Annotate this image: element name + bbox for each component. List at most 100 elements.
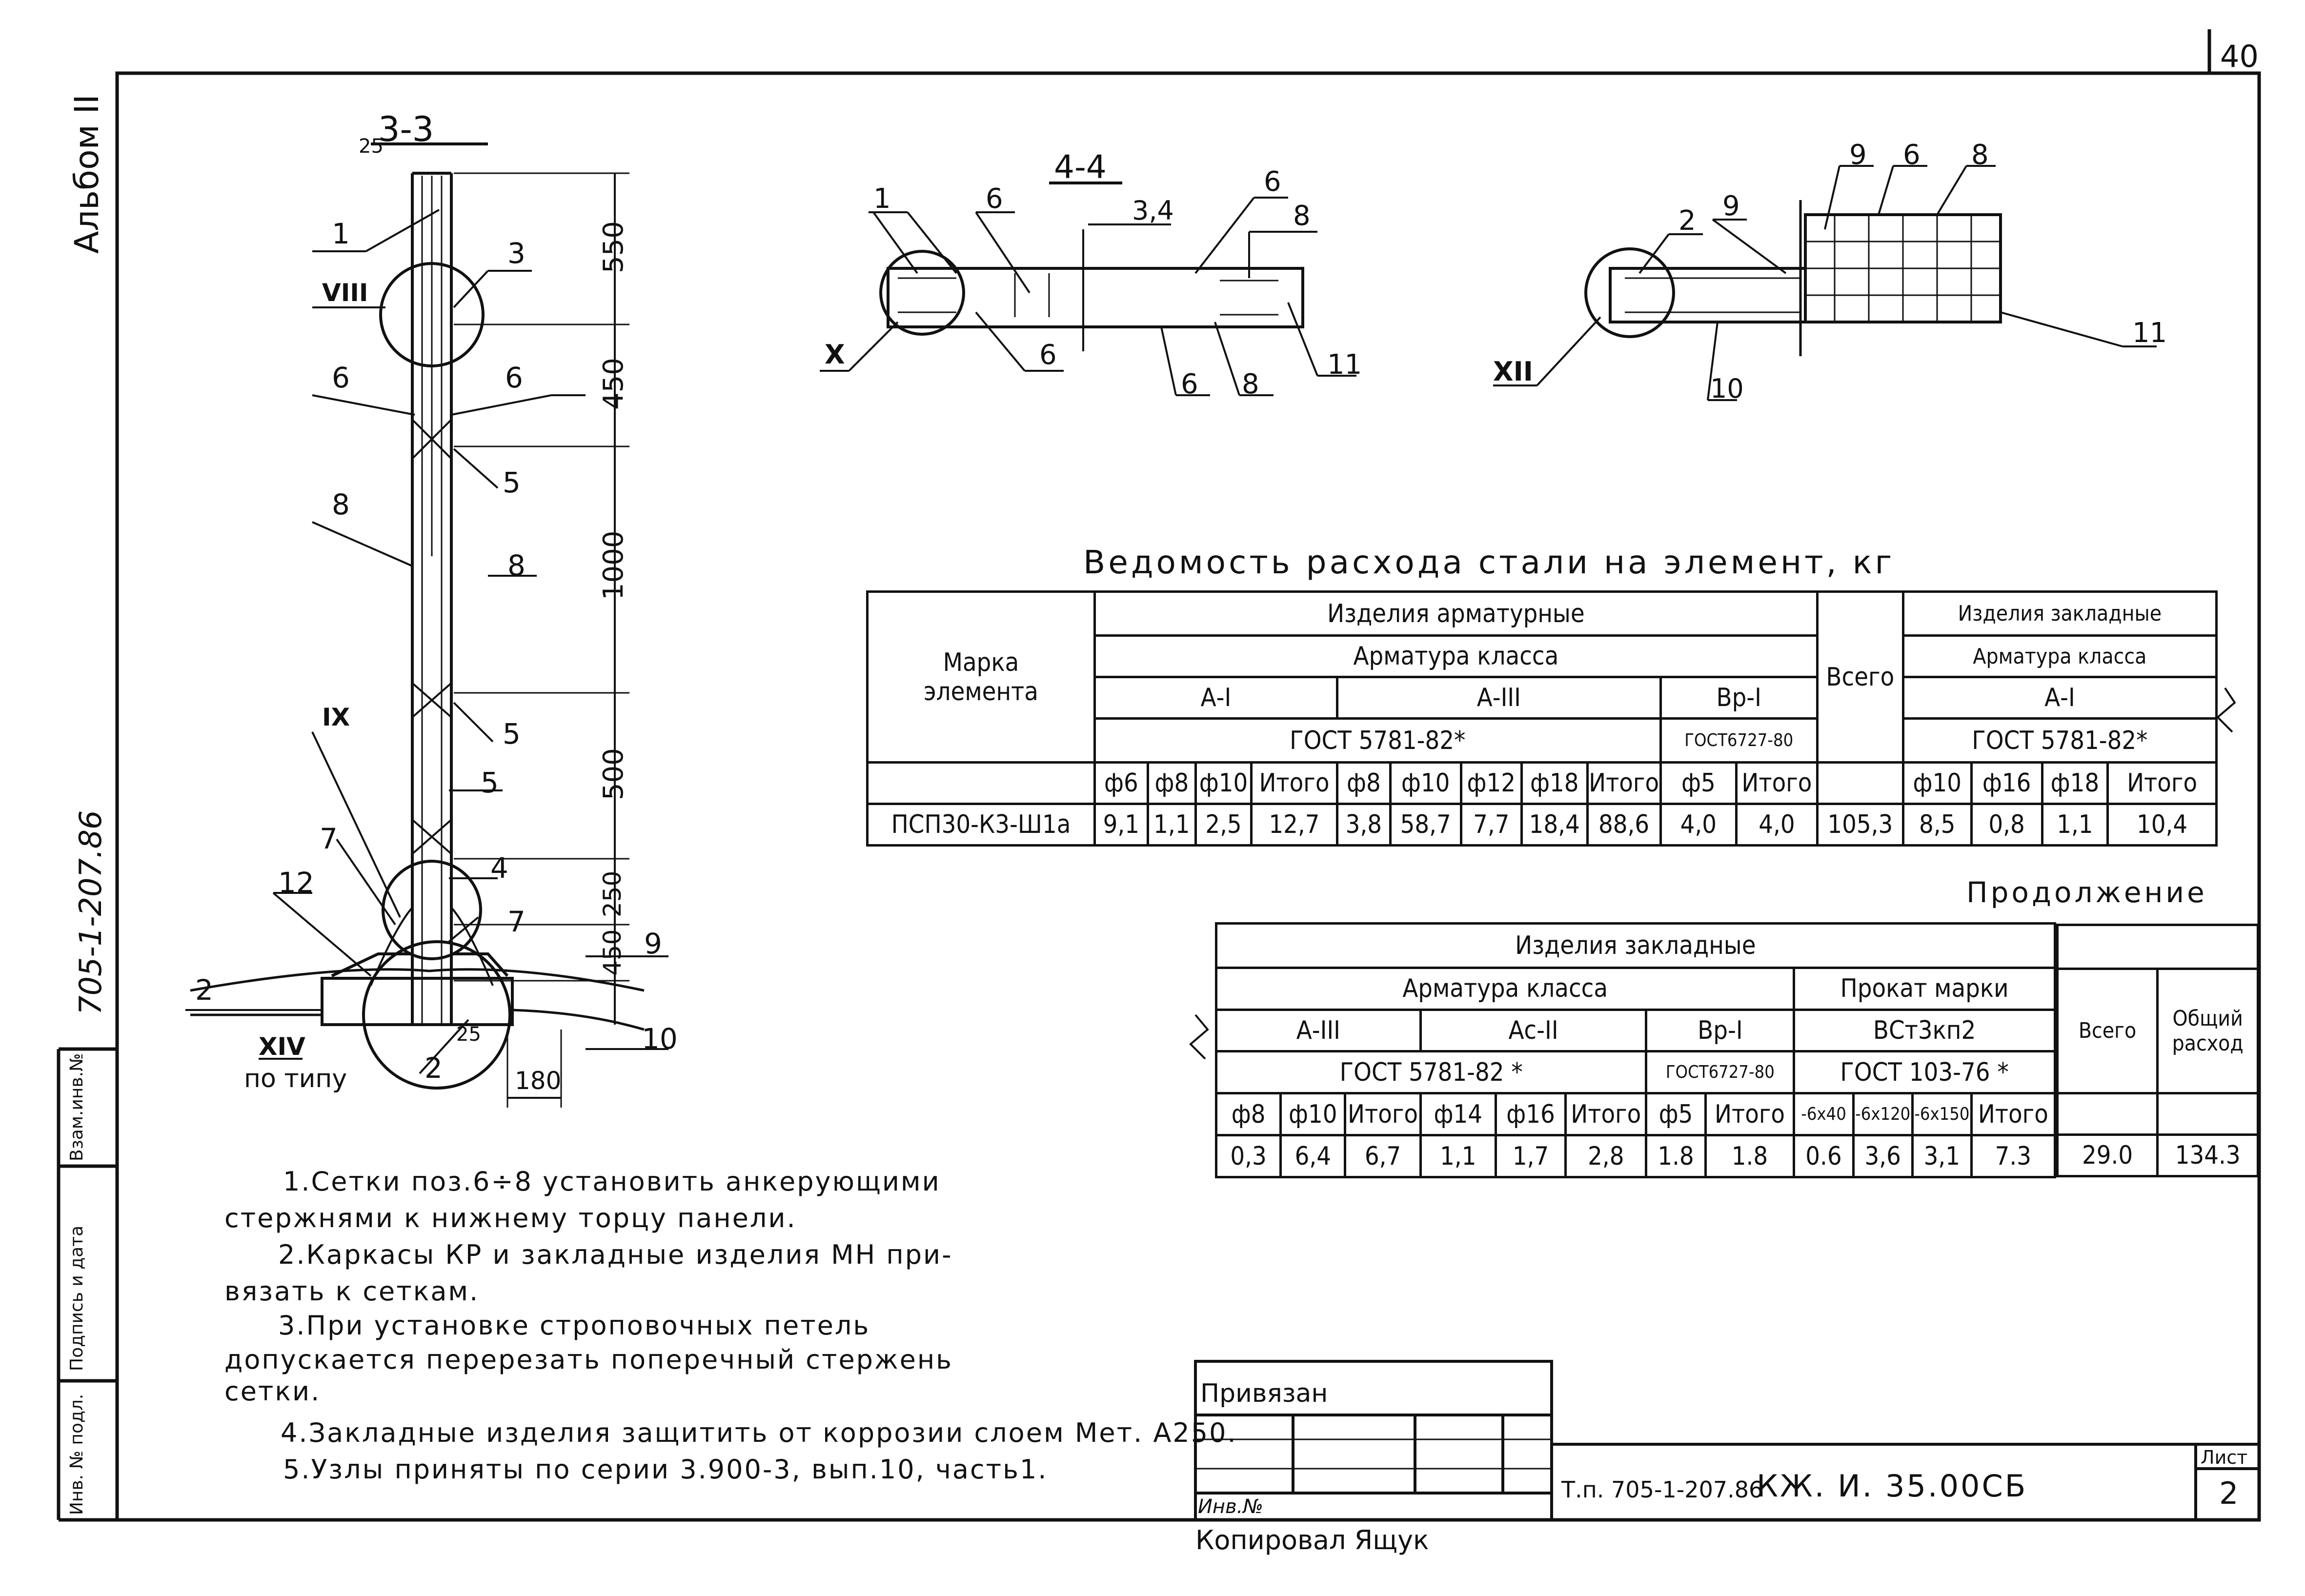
cell: 105,3: [1816, 803, 1904, 847]
t2-col: Итого: [1564, 1092, 1648, 1137]
section-3-3-title: 3-3: [378, 109, 434, 149]
callout-44-8a: 8: [1293, 200, 1311, 232]
t2-col: ф16: [1494, 1092, 1567, 1137]
t2-col: -6х40: [1793, 1092, 1855, 1137]
callout-44-6a: 6: [986, 183, 1003, 215]
section-4-4-title: 4-4: [1054, 148, 1107, 186]
zaklad-gost: ГОСТ 5781-82*: [1901, 717, 2218, 764]
callout-r-9a: 9: [1849, 139, 1867, 171]
callout-r-8: 8: [1971, 139, 1989, 171]
gost-6727: ГОСТ6727-80: [1659, 717, 1819, 764]
dim-1000: 1000: [598, 530, 629, 600]
tb-list-number: 2: [2219, 1475, 2239, 1511]
note-3b: допускается перерезать поперечный стерже…: [224, 1344, 953, 1375]
callout-12: 12: [278, 866, 314, 899]
break-marks: [1189, 687, 2236, 1060]
stamp-original-inv: Инв. № подл.: [67, 1394, 87, 1515]
t2-vst: ВСт3кп2: [1793, 1008, 2056, 1053]
t2-col: Итого: [1704, 1092, 1796, 1137]
t2-armat-class: Арматура класса: [1214, 966, 1796, 1011]
t2-class-vr1: Вр-I: [1645, 1008, 1796, 1053]
callout-r-2: 2: [1678, 205, 1696, 237]
t2-col: Итого: [1970, 1092, 2056, 1137]
cell: 3,8: [1335, 803, 1392, 847]
col-a3-f18: ф18: [1520, 761, 1589, 805]
note-5: 5.Узлы приняты по серии 3.900-3, вып.10,…: [283, 1454, 1048, 1485]
t2-cell: 0,3: [1214, 1134, 1282, 1178]
note-3c: сетки.: [224, 1376, 321, 1407]
callout-44-11: 11: [1327, 349, 1362, 381]
col-itogo-a3: Итого: [1586, 761, 1662, 805]
dim-500: 500: [598, 748, 629, 800]
callout-7-left: 7: [320, 822, 338, 855]
cell: 18,4: [1520, 803, 1589, 847]
table1-blank: [866, 761, 1096, 805]
t2-zaklad-header: Изделия закладные: [1215, 922, 2056, 969]
col-f6: ф6: [1093, 761, 1149, 805]
cell: 4,0: [1735, 803, 1819, 847]
t2-total-header: Общий расход: [2156, 967, 2259, 1094]
gost-5781: ГОСТ 5781-82*: [1093, 717, 1662, 764]
title-block: [1194, 1360, 2259, 1521]
t2-prokat: Прокат марки: [1793, 966, 2056, 1011]
continuation-table: Изделия закладные Всего Общий расход 29.…: [1214, 922, 2259, 1178]
sheet-frame: [57, 29, 2261, 1522]
dim-550: 550: [598, 221, 629, 273]
callout-r-11: 11: [2132, 317, 2167, 349]
tb-privyazan: Привязан: [1200, 1379, 1328, 1408]
cell: 10,4: [2106, 803, 2218, 847]
dim-450-bottom: 450: [598, 929, 627, 976]
callout-IX: IX: [322, 703, 350, 731]
note-4: 4.Закладные изделия защитить от коррозии…: [281, 1417, 1237, 1448]
col-a3-f12: ф12: [1459, 761, 1523, 805]
t2-total-blank: [2156, 1091, 2259, 1136]
cell: 12,7: [1250, 803, 1338, 847]
side-code: 705-1-207.86: [73, 810, 108, 1015]
t2-vsego-blank: [2056, 1091, 2159, 1136]
continuation-label: Продолжение: [1966, 876, 2207, 909]
t2-gost-6727: ГОСТ6727-80: [1645, 1050, 1796, 1095]
note-3a: 3.При установке строповочных петель: [278, 1310, 870, 1341]
t2-col: ф10: [1279, 1092, 1347, 1137]
tb-doc: КЖ. И. 35.00СБ: [1757, 1468, 2028, 1504]
callout-2-left: 2: [195, 973, 213, 1007]
cell: 1,1: [1146, 803, 1197, 847]
callout-44-8b: 8: [1242, 368, 1259, 400]
zaklad-class-header: Арматура класса: [1901, 634, 2218, 678]
cell: 0,8: [1970, 803, 2043, 847]
callout-8-left: 8: [332, 488, 350, 521]
t2-cell: 6,7: [1344, 1134, 1422, 1178]
col-vr-f5: ф5: [1659, 761, 1738, 805]
dim-250: 250: [598, 870, 627, 917]
callout-XIV: XIV: [259, 1032, 305, 1061]
t2-cell: 3,6: [1852, 1134, 1914, 1178]
col-z-f16: ф16: [1970, 761, 2043, 805]
callout-9: 9: [644, 927, 662, 960]
col-f10: ф10: [1194, 761, 1253, 805]
t2-cell: 1,1: [1419, 1134, 1497, 1178]
stamp-replacement-inv: Взам.инв.№: [67, 1053, 87, 1161]
callout-44-6c: 6: [1039, 339, 1057, 371]
callout-r-9b: 9: [1722, 190, 1740, 222]
col-itogo-vr: Итого: [1735, 761, 1819, 805]
dim-25-top: 25: [359, 135, 384, 158]
cell: 1,1: [2041, 803, 2109, 847]
t2-top-blank: [2056, 923, 2259, 970]
col-vsego-blank: [1816, 761, 1904, 805]
section-3-3-drawing: [185, 142, 668, 1108]
cell: 8,5: [1901, 803, 1973, 847]
callout-10: 10: [642, 1022, 678, 1055]
t2-class-ac2: Ас-II: [1419, 1008, 1648, 1053]
callout-6-left: 6: [332, 361, 350, 394]
callout-7-right: 7: [507, 905, 526, 938]
tb-inv: Инв.№: [1198, 1495, 1263, 1518]
class-a3: А-III: [1335, 676, 1662, 720]
callout-r-6: 6: [1903, 139, 1921, 171]
dim-25-bottom: 25: [456, 1023, 481, 1046]
t2-gost-5781: ГОСТ 5781-82 *: [1214, 1050, 1648, 1095]
note-1b: стержнями к нижнему торцу панели.: [224, 1203, 797, 1233]
callout-3: 3: [507, 237, 526, 270]
t2-vsego: Всего: [2056, 967, 2159, 1094]
steel-consumption-table: Марка элемента Изделия арматурные Всего …: [866, 590, 2218, 847]
page-number: 40: [2220, 39, 2259, 74]
